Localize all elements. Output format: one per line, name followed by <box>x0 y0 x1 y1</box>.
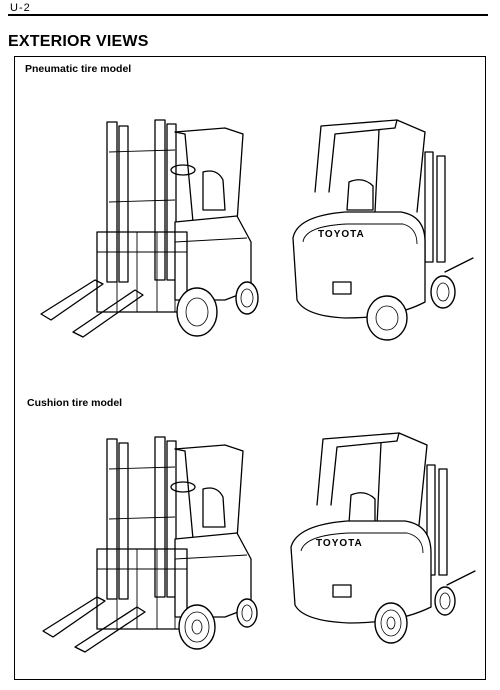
page-number: U-2 <box>10 2 31 14</box>
header-rule <box>8 14 488 16</box>
forklift-front-illustration <box>25 429 265 659</box>
exterior-views-frame: Pneumatic tire model <box>14 56 486 680</box>
forklift-rear-illustration: TOYOTA <box>277 425 482 655</box>
forklift-front-illustration <box>25 112 265 342</box>
forklift-rear-illustration: TOYOTA <box>275 112 480 342</box>
page-title: EXTERIOR VIEWS <box>8 33 149 50</box>
section-label-pneumatic: Pneumatic tire model <box>25 63 132 75</box>
brand-lettering: TOYOTA <box>318 229 365 240</box>
section-label-cushion: Cushion tire model <box>27 397 123 409</box>
brand-lettering: TOYOTA <box>316 538 363 549</box>
